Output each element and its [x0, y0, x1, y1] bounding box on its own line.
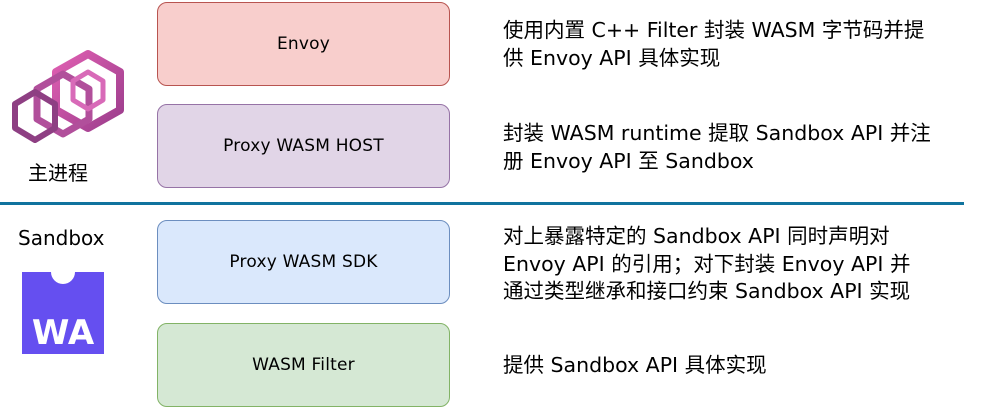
webassembly-logo-icon: WA: [22, 272, 104, 354]
layer-wasm-filter-label: WASM Filter: [252, 355, 355, 375]
layer-proxy-wasm-host: Proxy WASM HOST: [157, 104, 450, 188]
envoy-description: 使用内置 C++ Filter 封装 WASM 字节码并提 供 Envoy AP…: [503, 17, 983, 72]
description-line: 供 Envoy API 具体实现: [503, 45, 721, 70]
sandbox-label: Sandbox: [18, 226, 105, 250]
layer-proxy-wasm-sdk-label: Proxy WASM SDK: [229, 252, 378, 272]
layer-proxy-wasm-host-label: Proxy WASM HOST: [223, 136, 384, 156]
description-line: 提供 Sandbox API 具体实现: [503, 353, 767, 377]
proxy-wasm-sdk-description: 对上暴露特定的 Sandbox API 同时声明对 Envoy API 的引用；…: [503, 223, 983, 306]
description-line: 对上暴露特定的 Sandbox API 同时声明对: [503, 224, 890, 248]
envoy-logo-icon: [5, 48, 125, 153]
layer-envoy: Envoy: [157, 2, 450, 86]
proxy-wasm-host-description: 封装 WASM runtime 提取 Sandbox API 并注 册 Envo…: [503, 120, 983, 175]
main-process-label: 主进程: [28, 161, 88, 185]
description-line: Envoy API 的引用；对下封装 Envoy API 并: [503, 251, 911, 276]
webassembly-logo-text: WA: [32, 313, 95, 353]
layer-envoy-label: Envoy: [276, 34, 331, 54]
description-line: 使用内置 C++ Filter 封装 WASM 字节码并提: [503, 18, 925, 42]
description-line: 封装 WASM runtime 提取 Sandbox API 并注: [503, 121, 931, 145]
description-line: 通过类型继承和接口约束 Sandbox API 实现: [503, 279, 911, 303]
layer-wasm-filter: WASM Filter: [157, 323, 450, 407]
description-line: 册 Envoy API 至 Sandbox: [503, 148, 754, 173]
process-boundary-divider: [0, 202, 964, 205]
layer-proxy-wasm-sdk: Proxy WASM SDK: [157, 220, 450, 304]
wasm-filter-description: 提供 Sandbox API 具体实现: [503, 352, 983, 380]
